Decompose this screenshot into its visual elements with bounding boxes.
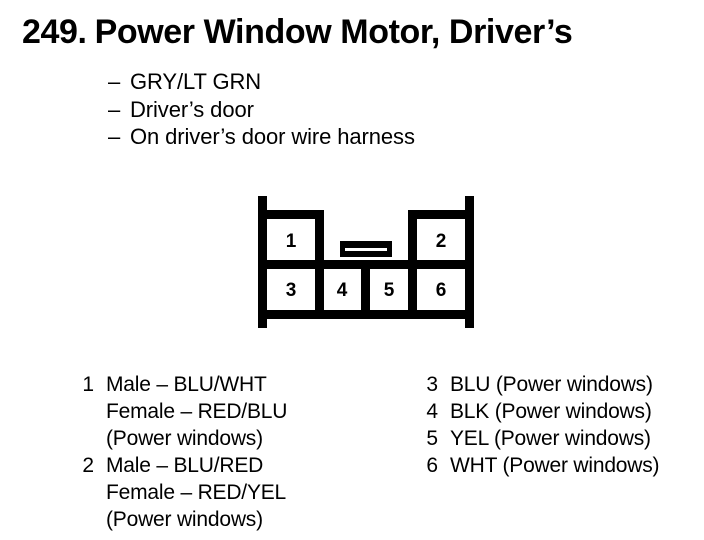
connector-svg: 1 2 3 4 5 6 <box>258 196 474 328</box>
page-title: 249.Power Window Motor, Driver’s <box>22 12 690 52</box>
pin-legend-lines: WHT (Power windows) <box>438 452 696 479</box>
pin-legend-entry: 6 WHT (Power windows) <box>416 452 696 479</box>
connector-pin-2: 2 <box>436 231 447 252</box>
pin-legend-number: 5 <box>426 427 438 450</box>
pin-legend-left-column: 1 Male – BLU/WHT Female – RED/BLU (Power wi… <box>72 371 402 533</box>
pin-legend-right-column: 3 BLU (Power windows) 4 BLK (Power windows)… <box>416 371 696 479</box>
connector-pin-5: 5 <box>384 280 395 301</box>
pin-legend-lines: Male – BLU/RED Female – RED/YEL (Power win… <box>94 452 402 533</box>
pin-legend-number: 2 <box>82 454 94 477</box>
pin-legend-number: 1 <box>82 373 94 396</box>
pin-legend-entry: 1 Male – BLU/WHT Female – RED/BLU (Power wi… <box>72 371 402 452</box>
connector-pin-4: 4 <box>337 280 348 301</box>
pin-legend-line: Female – RED/BLU <box>106 400 288 423</box>
pin-legend-number: 6 <box>426 454 438 477</box>
pin-legend-lines: BLK (Power windows) <box>438 398 696 425</box>
connector-pin-1: 1 <box>286 231 297 252</box>
attribute-row: –GRY/LT GRN <box>108 68 668 96</box>
pin-legend-entry: 3 BLU (Power windows) <box>416 371 696 398</box>
pin-legend-line: BLK (Power windows) <box>450 400 652 423</box>
pin-legend-line: BLU (Power windows) <box>450 373 653 396</box>
pin-legend-entry: 4 BLK (Power windows) <box>416 398 696 425</box>
attribute-list: –GRY/LT GRN–Driver’s door–On driver’s do… <box>108 68 668 151</box>
pin-legend-number: 3 <box>426 373 438 396</box>
pin-legend-entry: 5 YEL (Power windows) <box>416 425 696 452</box>
connector-outline <box>258 196 474 328</box>
pin-legend-line: YEL (Power windows) <box>450 427 651 450</box>
pin-legend-line: Male – BLU/RED <box>106 454 264 477</box>
page-title-text: Power Window Motor, Driver’s <box>94 13 573 51</box>
attribute-text: On driver’s door wire harness <box>130 124 415 149</box>
dash-bullet-icon: – <box>108 69 121 94</box>
pin-legend-line: (Power windows) <box>106 508 263 531</box>
attribute-row: –On driver’s door wire harness <box>108 123 668 151</box>
page-number: 249. <box>22 13 87 51</box>
pin-legend-lines: Male – BLU/WHT Female – RED/BLU (Power win… <box>94 371 402 452</box>
pin-legend-lines: BLU (Power windows) <box>438 371 696 398</box>
connector-diagram: 1 2 3 4 5 6 <box>258 196 474 328</box>
attribute-text: Driver’s door <box>130 96 254 122</box>
dash-bullet-icon: – <box>108 124 121 149</box>
connector-pin-3: 3 <box>286 280 297 301</box>
pin-legend-line: WHT (Power windows) <box>450 454 660 477</box>
pin-legend-entry: 2 Male – BLU/RED Female – RED/YEL (Power wi… <box>72 452 402 533</box>
dash-bullet-icon: – <box>108 96 121 122</box>
attribute-row: –Driver’s door <box>108 96 668 124</box>
pin-legend-lines: YEL (Power windows) <box>438 425 696 452</box>
pin-legend-line: Male – BLU/WHT <box>106 373 267 396</box>
pin-legend-line: (Power windows) <box>106 427 263 450</box>
latch-tab-icon <box>340 241 392 257</box>
pin-legend-number: 4 <box>426 400 438 423</box>
pin-legend-line: Female – RED/YEL <box>106 481 287 504</box>
connector-pin-6: 6 <box>436 280 447 301</box>
attribute-text: GRY/LT GRN <box>130 69 262 94</box>
